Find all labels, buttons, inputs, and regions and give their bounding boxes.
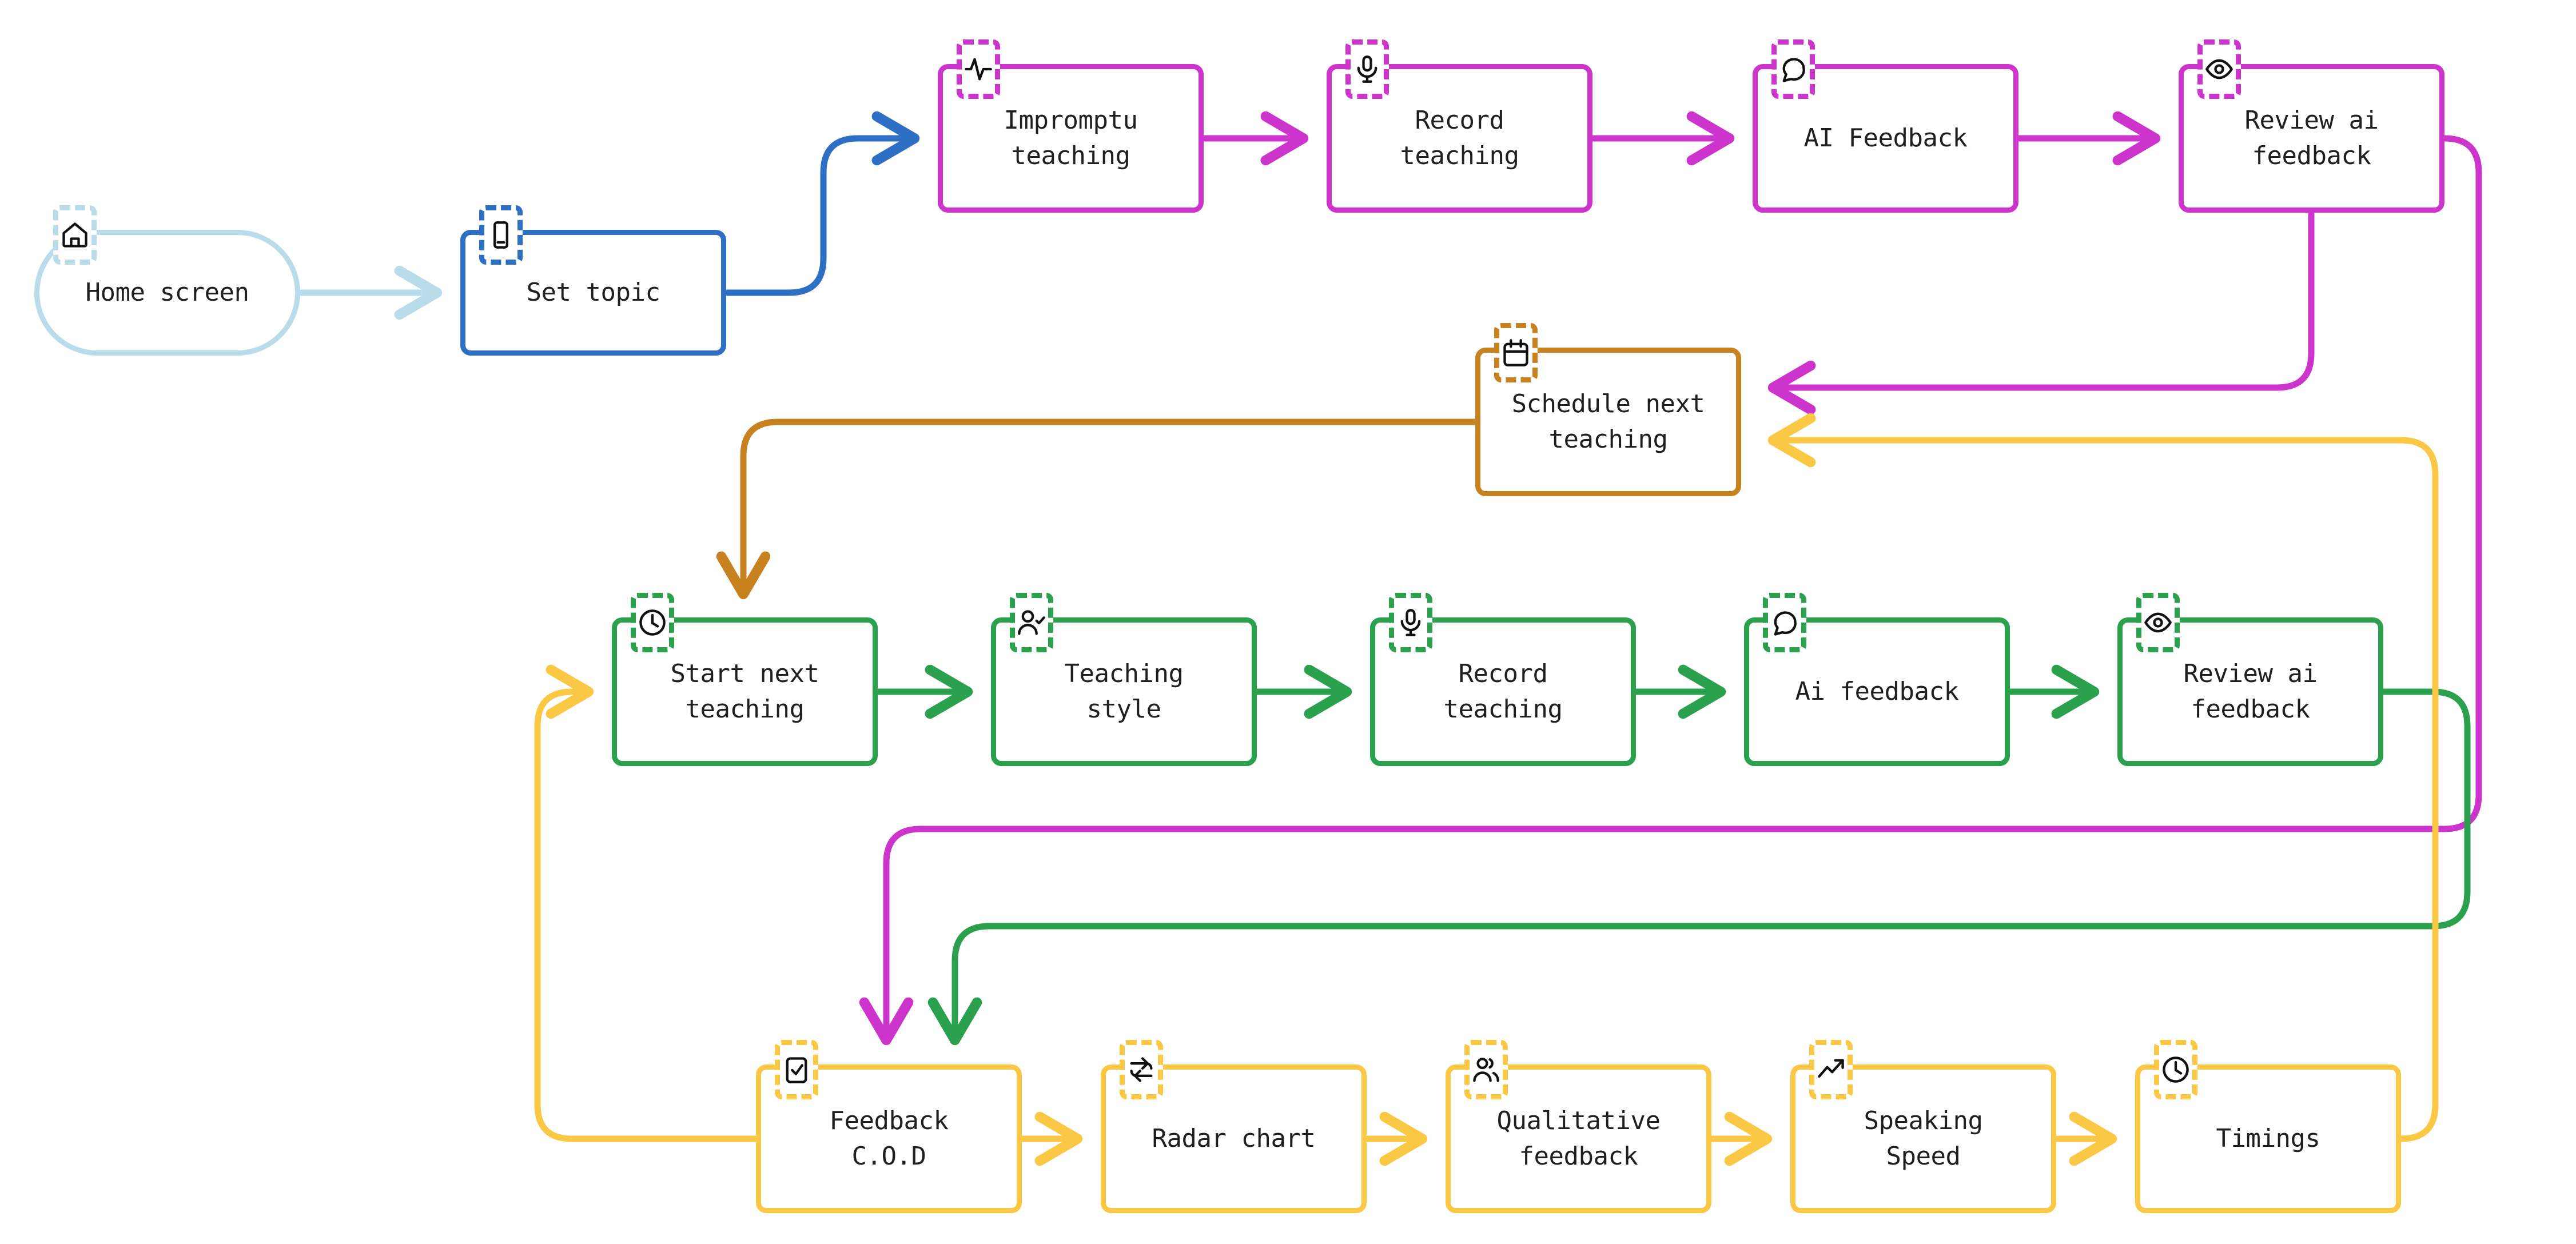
home-icon [53, 205, 97, 265]
message-circle-icon [1771, 39, 1815, 99]
node-label: Record teaching [1400, 105, 1519, 170]
node-label: Start next teaching [670, 659, 819, 724]
node-label: Radar chart [1152, 1123, 1316, 1153]
node-qualitative-feedback[interactable]: Qualitative feedback [1446, 1040, 1711, 1213]
eye-icon [2197, 39, 2241, 99]
node-label: Set topic [526, 277, 660, 307]
node-label: Feedback C.O.D [829, 1106, 949, 1171]
node-label: Timings [2216, 1123, 2320, 1153]
node-ai-feedback-top[interactable]: AI Feedback [1753, 39, 2018, 213]
node-record-teaching-mid[interactable]: Record teaching [1370, 593, 1636, 766]
clock-icon [2154, 1040, 2197, 1099]
node-label: Home screen [85, 277, 249, 307]
eye-icon [2136, 593, 2180, 652]
node-label: Review ai feedback [2183, 659, 2318, 724]
clock-icon [631, 593, 674, 652]
node-review-ai-top[interactable]: Review ai feedback [2179, 39, 2444, 213]
node-set-topic[interactable]: Set topic [460, 205, 726, 356]
clipboard-check-icon [775, 1040, 818, 1099]
node-ai-feedback-mid[interactable]: Ai feedback [1744, 593, 2010, 766]
smartphone-icon [479, 205, 523, 265]
repeat-icon [1120, 1040, 1163, 1099]
node-label: Qualitative feedback [1496, 1106, 1661, 1171]
node-label: Teaching style [1064, 659, 1184, 724]
node-record-teaching-top[interactable]: Record teaching [1327, 39, 1592, 213]
edge-review-to-feedbackcod [859, 135, 2482, 1046]
node-home-screen[interactable]: Home screen [34, 205, 300, 356]
node-review-ai-mid[interactable]: Review ai feedback [2117, 593, 2383, 766]
node-label: AI Feedback [1803, 123, 1968, 153]
mic-icon [1345, 39, 1389, 99]
edge-schedule-to-startnext [716, 418, 1479, 600]
edge-timings-to-schedule [1767, 413, 2439, 1142]
user-check-icon [1010, 593, 1053, 652]
node-start-next-teaching[interactable]: Start next teaching [612, 593, 878, 766]
node-label: Schedule next teaching [1511, 389, 1705, 454]
node-feedback-cod[interactable]: Feedback C.O.D [756, 1040, 1022, 1213]
node-radar-chart[interactable]: Radar chart [1101, 1040, 1367, 1213]
node-impromptu-teaching[interactable]: Impromptu teaching [938, 39, 1204, 213]
node-schedule-next-teaching[interactable]: Schedule next teaching [1475, 323, 1741, 496]
node-label: Speaking Speed [1864, 1106, 1983, 1171]
node-speaking-speed[interactable]: Speaking Speed [1790, 1040, 2056, 1213]
node-label: Ai feedback [1795, 676, 1959, 706]
edge-set-topic-to-impromptu [723, 111, 920, 296]
trending-up-icon [1809, 1040, 1853, 1099]
node-label: Impromptu teaching [1004, 105, 1138, 170]
node-label: Review ai feedback [2244, 105, 2379, 170]
node-timings[interactable]: Timings [2135, 1040, 2401, 1213]
edge-review-to-schedule [1767, 209, 2315, 415]
node-teaching-style[interactable]: Teaching style [991, 593, 1257, 766]
message-circle-icon [1763, 593, 1806, 652]
node-label: Record teaching [1443, 659, 1563, 724]
users-icon [1464, 1040, 1508, 1099]
activity-icon [957, 39, 1000, 99]
calendar-icon [1494, 323, 1538, 382]
mic-icon [1389, 593, 1432, 652]
